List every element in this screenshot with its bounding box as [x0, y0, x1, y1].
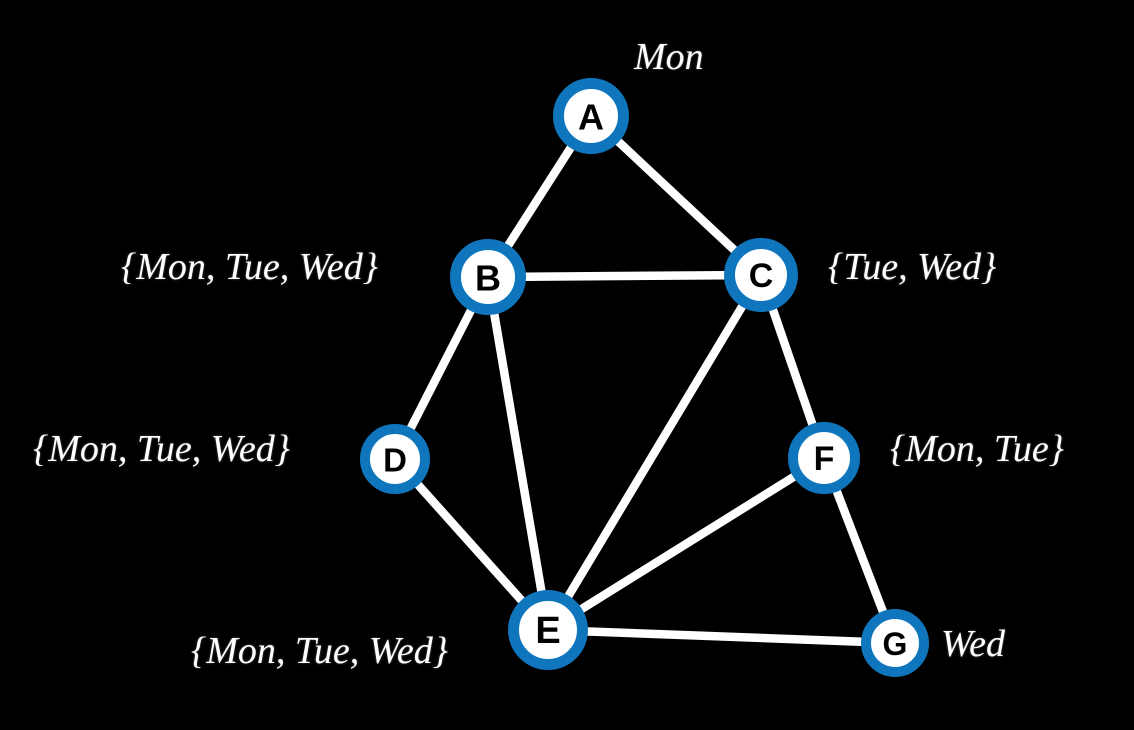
domain-label-a: Mon: [634, 36, 704, 78]
domain-label-f: {Mon, Tue}: [890, 428, 1064, 470]
edge-b-e: [483, 272, 553, 635]
node-letter-d: D: [383, 442, 407, 479]
graph-node-g[interactable]: G: [861, 609, 929, 677]
domain-label-d: {Mon, Tue, Wed}: [33, 428, 290, 470]
graph-node-d[interactable]: D: [360, 424, 430, 494]
domain-label-e: {Mon, Tue, Wed}: [191, 630, 448, 672]
node-circle-a: [553, 78, 629, 154]
node-circle-e: [508, 590, 588, 670]
node-circle-f: [788, 422, 860, 494]
graph-node-a[interactable]: A: [553, 78, 629, 154]
node-circle-c: [724, 238, 798, 312]
edge-c-e: [543, 270, 766, 635]
domain-label-b: {Mon, Tue, Wed}: [121, 246, 378, 288]
edge-e-f: [543, 453, 829, 635]
graph-node-c[interactable]: C: [724, 238, 798, 312]
node-letter-c: C: [749, 257, 774, 295]
graph-node-f[interactable]: F: [788, 422, 860, 494]
domain-label-g: Wed: [941, 623, 1006, 665]
node-letter-g: G: [883, 626, 908, 662]
edge-b-c: [483, 270, 766, 282]
node-circle-b: [450, 239, 526, 315]
graph-node-b[interactable]: B: [450, 239, 526, 315]
edge-a-c: [586, 111, 766, 280]
nodes-group: A B C D E F G: [360, 78, 929, 677]
node-letter-f: F: [814, 440, 835, 478]
node-circle-g: [861, 609, 929, 677]
node-letter-e: E: [535, 610, 560, 652]
domain-label-c: {Tue, Wed}: [828, 246, 997, 288]
node-letter-a: A: [578, 97, 604, 138]
node-circle-d: [360, 424, 430, 494]
edges-group: [390, 111, 900, 648]
node-letter-b: B: [475, 258, 501, 299]
edge-e-g: [543, 625, 900, 648]
graph-node-e[interactable]: E: [508, 590, 588, 670]
